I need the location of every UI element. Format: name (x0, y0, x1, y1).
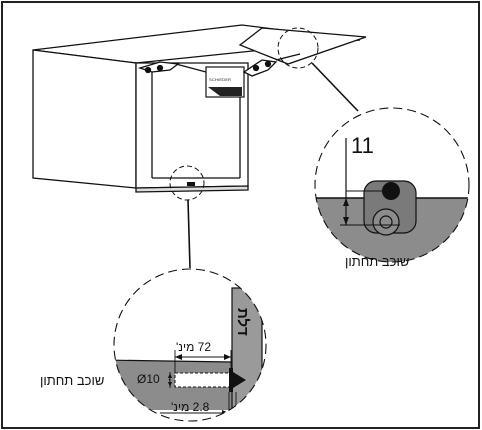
cabinet-left-side (32, 49, 137, 189)
mechanism-brand-text: SCHIEDER (209, 77, 232, 82)
leader-line-bottom (187, 199, 191, 269)
dimension-label-11: 11 (351, 133, 374, 158)
diameter-label: Ø10 (137, 372, 160, 386)
depth-label-2-8: 2.8 מינ' (171, 400, 210, 414)
callout-circle-top (277, 27, 319, 69)
upper-caption: שוכב תחתון (345, 254, 410, 269)
upper-detail-circle (314, 107, 470, 263)
lower-detail-circle (113, 268, 267, 422)
leader-line-top (311, 62, 359, 112)
cabinet (32, 24, 367, 193)
lower-caption: שוכב תחתון (40, 373, 105, 388)
callout-circle-bottom (169, 165, 205, 201)
door-label: דלת (234, 308, 251, 336)
cabinet-lifted-door (238, 27, 367, 65)
depth-label-72: 72 מינ' (176, 340, 212, 354)
